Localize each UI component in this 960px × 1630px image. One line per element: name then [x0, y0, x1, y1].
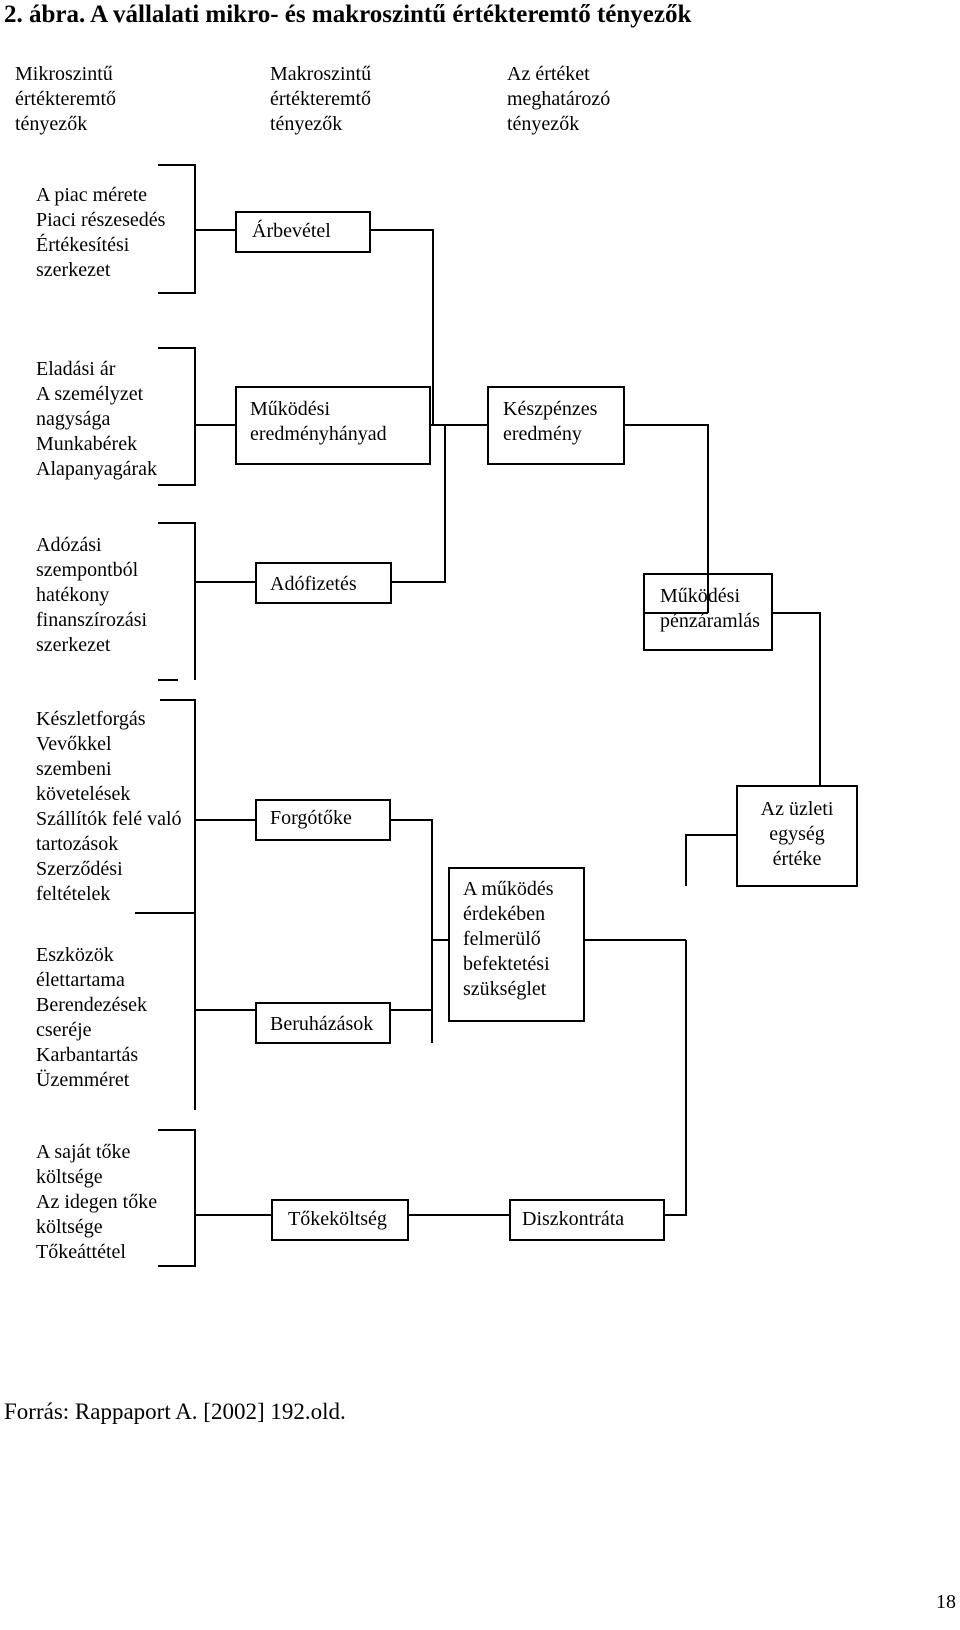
- micro-group-capital-cost: A saját tőke költsége Az idegen tőke köl…: [36, 1141, 158, 1263]
- box-adofizetes: Adófizetés: [270, 573, 357, 595]
- box-mukodesi-eredmenyhanyad: Működési eredményhányad: [250, 398, 387, 445]
- micro-group-financing: Adózási szempontból hatékony finanszíroz…: [36, 534, 148, 656]
- box-arbevetel: Árbevétel: [252, 220, 331, 242]
- box-diszkontrata: Diszkontráta: [522, 1208, 625, 1230]
- column-header-value: Az értéket meghatározó tényezők: [507, 63, 611, 135]
- box-beruhazasok: Beruházások: [270, 1013, 374, 1035]
- box-befektetesi-szukseglet: A működés érdekében felmerülő befektetés…: [463, 878, 554, 1000]
- box-keszpenzes-eredmeny: Készpénzes eredmény: [503, 398, 598, 445]
- micro-group-costs: Eladási ár A személyzet nagysága Munkabé…: [36, 358, 158, 480]
- micro-group-investment: Eszközök élettartama Berendezések cseréj…: [36, 944, 148, 1091]
- page-number: 18: [936, 1591, 956, 1613]
- column-header-micro: Mikroszintű értékteremtő tényezők: [15, 63, 117, 135]
- column-header-macro: Makroszintű értékteremtő tényezők: [270, 63, 372, 135]
- box-uzleti-egyseg-erteke: Az üzleti egység értéke: [760, 798, 834, 870]
- micro-group-market: A piac mérete Piaci részesedés Értékesít…: [36, 184, 166, 281]
- figure-title: 2. ábra. A vállalati mikro- és makroszin…: [4, 1, 692, 28]
- micro-group-working-capital: Készletforgás Vevőkkel szembeni követelé…: [36, 708, 182, 905]
- box-tokekoltseg: Tőkeköltség: [288, 1208, 387, 1230]
- source-citation: Forrás: Rappaport A. [2002] 192.old.: [4, 1399, 346, 1424]
- box-mukodesi-penzaramlas: Működési pénzáramlás: [660, 585, 760, 632]
- box-forgotoke: Forgótőke: [270, 807, 352, 829]
